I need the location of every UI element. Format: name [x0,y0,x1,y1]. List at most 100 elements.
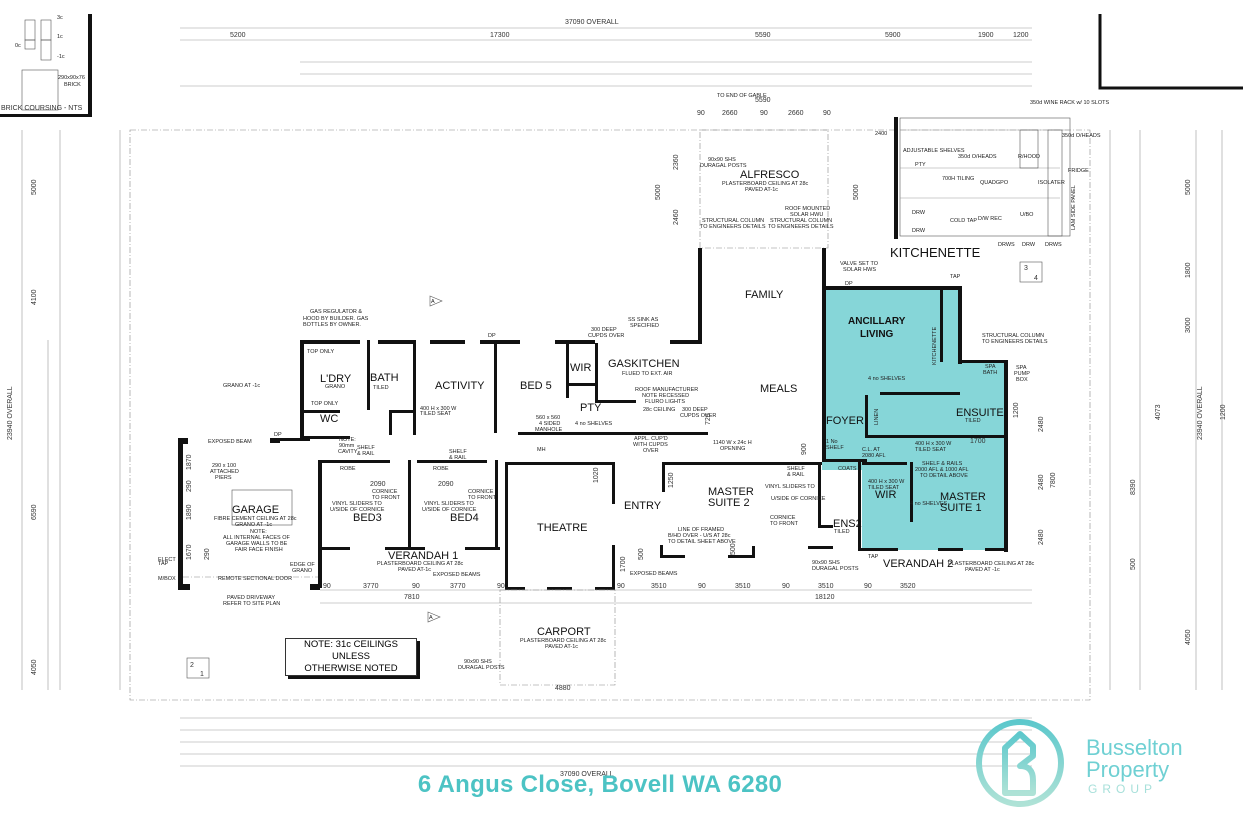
room-kitchen: GASKITCHEN [608,358,680,370]
plan-label: GRANO AT -1c [223,383,260,389]
plan-label: C.L. AT [862,447,881,453]
plan-label: 7810 [404,594,420,601]
plan-label: SHELF [357,445,375,451]
plan-label: VINYL SLIDERS TO [332,501,382,507]
plan-label: STRUCTURAL COLUMN [702,218,764,224]
plan-label: NOTE: [250,529,267,535]
plan-label: 1200 [1013,402,1020,418]
plan-label: 5000 [1185,179,1192,195]
plan-label: 37090 OVERALL [560,771,614,778]
plan-label: TO ENGINEERS DETAILS [982,339,1048,345]
plan-label: 3000 [1185,317,1192,333]
plan-label: 1140 W x 24c H [713,440,752,446]
plan-label: 90mm [339,443,355,449]
plan-label: 2660 [788,110,804,117]
plan-label: DURAGAL POSTS [700,163,747,169]
plan-label: DP [845,281,853,287]
logo-text-property: Property [1086,757,1170,782]
plan-label: DP [488,333,496,339]
plan-label: 560 x 560 [536,415,560,421]
plan-label: 18120 [815,594,835,601]
plan-label: SPA [1016,365,1027,371]
plan-label: CUPDS OVER [588,333,624,339]
plan-label: 350d WINE RACK w/ 10 SLOTS [1030,100,1109,106]
plan-label: 37090 OVERALL [565,19,619,26]
room-laundry: L'DRY [320,373,352,385]
plan-label: LIVING [860,329,894,340]
garage-note-box [231,489,293,526]
room-wir-master: WIR [875,489,896,501]
plan-label: SHELF [449,449,467,455]
plan-label: U/SIDE OF CORNICE [422,507,477,513]
plan-label: 400 H x 300 W [420,406,457,412]
plan-label: BOTTLES BY OWNER. [303,322,361,328]
plan-label: 90 [823,110,831,117]
plan-label: 2400 [875,131,887,137]
plan-label: DURAGAL POSTS [458,665,505,671]
plan-label: TO DETAIL ABOVE [920,473,968,479]
plan-label: 90 [698,583,706,590]
plan-label: CORNICE [468,489,494,495]
plan-notes: GAS REGULATOR & HOOD BY BUILDER. GAS BOT… [158,274,1048,671]
plan-label: 2090 [370,481,386,488]
plan-label: DRWS [998,242,1015,248]
room-foyer: FOYER [826,415,864,427]
plan-label: ROOF MOUNTED [785,206,830,212]
logo-text-busselton: Busselton [1086,735,1183,760]
plan-label: 4880 [555,685,571,692]
plan-label: 8390 [1130,479,1137,495]
plan-label: HOOD BY BUILDER. GAS [303,316,369,322]
plan-label: GAS REGULATOR & [310,309,362,315]
plan-label: 350d O/HEADS [1062,133,1101,139]
plan-label: 90 [412,583,420,590]
plan-label: NOTE RECESSED [642,393,689,399]
plan-label: U/BO [1020,212,1034,218]
plan-label: 2480 [1038,529,1045,545]
plan-label: GRANO [325,384,346,390]
plan-label: TO ENGINEERS DETAILS [700,224,766,230]
plan-label: TO DETAIL SHEET ABOVE [668,539,736,545]
plan-label: 400 H x 300 W [868,479,905,485]
plan-label: PLASTERBOARD CEILING AT 28c [722,181,809,187]
plan-label: SOLAR HWU [790,212,823,218]
plan-label: 300 DEEP [591,327,617,333]
plan-label: LINEN [874,409,880,425]
level-label: 3c [57,15,63,21]
kitchenette-elevation: 2400 ADJUSTABLE SHELVES PTY 350d O/HEADS… [875,100,1109,260]
room-bed4: BED4 [450,512,479,524]
plan-label: STRUCTURAL COLUMN [982,333,1044,339]
plan-label: TO END OF GABLE [717,93,767,99]
plan-label: TILED [373,385,389,391]
plan-label: PAVED AT-1c [398,567,431,573]
plan-label: & RAIL [787,472,804,478]
room-wir: WIR [570,362,591,374]
plan-label: 4 no SHELVES [575,421,613,427]
plan-label: 1200 [1013,32,1029,39]
room-pantry: PTY [580,402,602,414]
plan-label: FRIDGE [1068,168,1089,174]
plan-label: FAIR FACE FINISH [235,547,283,553]
room-labels: FAMILY MEALS GASKITCHEN PTY WIR BED 5 AC… [214,289,1035,650]
plan-label: 5000 [655,184,662,200]
plan-label: 290 [204,548,211,560]
front-dimensions: 90 3770 90 3770 90 7810 90 3510 90 3510 … [186,402,1057,692]
plan-label: TAP [158,561,169,567]
plan-label: TO FRONT [770,521,799,527]
plan-label: TO ENGINEERS DETAILS [768,224,834,230]
room-ens2: ENS2 [833,518,862,530]
plan-label: 700H TILING [942,176,974,182]
plan-label: R/HOOD [1018,154,1040,160]
property-address: 6 Angus Close, Bovell WA 6280 [417,771,783,798]
section-markers: A A 21 34 [186,261,1043,679]
room-verandah1: VERANDAH 1 [388,550,458,562]
plan-label: GRANO AT -1c [235,522,272,528]
plan-label: 5590 [755,32,771,39]
room-bath: BATH [370,372,399,384]
plan-label: COATS [838,466,857,472]
ceiling-note-line1: NOTE: 31c CEILINGS UNLESS [304,639,398,662]
plan-label: TILED SEAT [420,411,452,417]
room-verandah2: VERANDAH 2 [883,558,953,570]
plan-label: 90 [617,583,625,590]
plan-label: STRUCTURAL COLUMN [770,218,832,224]
